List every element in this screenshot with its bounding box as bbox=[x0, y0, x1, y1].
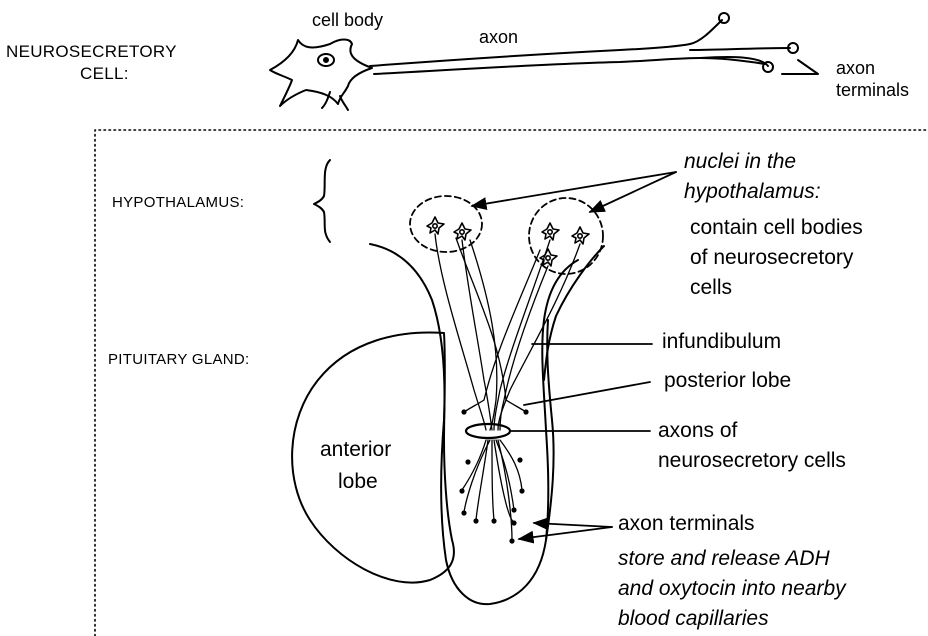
nuclei-arrow-left bbox=[472, 172, 676, 206]
infundibulum-left-wall bbox=[370, 244, 578, 604]
hypothalamic-neurons bbox=[427, 217, 589, 266]
infundibulum-right-wall bbox=[544, 246, 604, 380]
contain-label-line2: of neurosecretory bbox=[690, 246, 853, 270]
neurosecretory-cell-label-line2: CELL: bbox=[80, 64, 129, 84]
axons-label-line1: axons of bbox=[658, 419, 737, 443]
axon-bundle-band bbox=[466, 424, 510, 438]
anterior-lobe-label-line1: anterior bbox=[320, 438, 391, 462]
nuclei-label-line1: nuclei in the bbox=[684, 150, 796, 174]
contain-label-line3: cells bbox=[690, 276, 732, 300]
hypothalamus-brace bbox=[314, 160, 330, 242]
anterior-lobe-label-line2: lobe bbox=[338, 470, 378, 494]
neuron-soma bbox=[454, 223, 471, 240]
cell-body-outline bbox=[270, 40, 372, 107]
nucleolus bbox=[324, 58, 328, 62]
nucleus-cluster-right bbox=[529, 198, 603, 274]
nuclei-label-line2: hypothalamus: bbox=[684, 180, 821, 204]
terminal-bulb bbox=[719, 13, 729, 23]
neuron-soma bbox=[427, 217, 444, 234]
terminals-arrow-upper bbox=[534, 523, 612, 527]
axon-terminals-desc-line1: store and release ADH bbox=[618, 547, 830, 571]
axon-terminals-desc-line3: blood capillaries bbox=[618, 607, 769, 631]
axon-terminals-label-line1: axon bbox=[836, 58, 875, 79]
contain-label-line1: contain cell bodies bbox=[690, 216, 863, 240]
neuron-soma bbox=[572, 227, 589, 244]
neurosecretory-cell-label-line1: NEUROSECRETORY bbox=[6, 42, 177, 62]
posterior-lobe-label: posterior lobe bbox=[664, 369, 791, 393]
axon-terminals-title: axon terminals bbox=[618, 512, 755, 536]
cell-body-label: cell body bbox=[312, 10, 383, 31]
pituitary-gland-label: PITUITARY GLAND: bbox=[108, 351, 250, 368]
axon-label: axon bbox=[479, 27, 518, 48]
axon-terminals-label-line2: terminals bbox=[836, 80, 909, 101]
axon-terminals-desc-line2: and oxytocin into nearby bbox=[618, 577, 846, 601]
infundibulum-label: infundibulum bbox=[662, 330, 781, 354]
hypothalamus-label: HYPOTHALAMUS: bbox=[112, 194, 244, 211]
nuclei-arrow-right bbox=[590, 172, 676, 212]
terminals-bracket bbox=[782, 60, 818, 74]
leader-lines bbox=[472, 172, 676, 539]
neuron-soma bbox=[542, 223, 559, 240]
axons-label-line2: neurosecretory cells bbox=[658, 449, 846, 473]
terminals-arrow-lower bbox=[519, 527, 612, 539]
